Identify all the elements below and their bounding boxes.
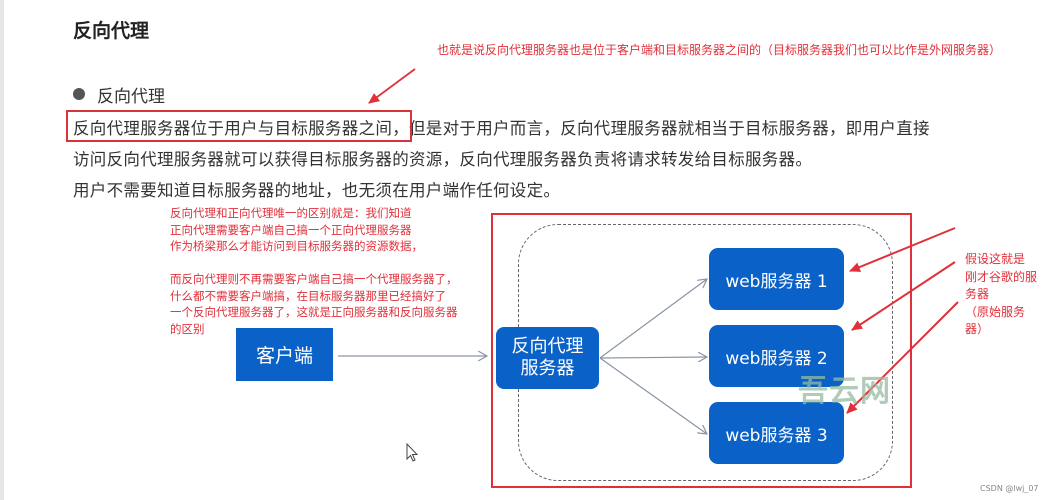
page-title: 反向代理 [73, 20, 150, 42]
web-server-2-node: web服务器 2 [709, 325, 844, 387]
left-note-line: 什么都不需要客户端搞，在目标服务器那里已经搞好了 [170, 288, 446, 303]
right-note-line: 务器 [965, 287, 990, 301]
paragraph-line-2: 访问反向代理服务器就可以获得目标服务器的资源，反向代理服务器负责将请求转发给目标… [73, 150, 813, 169]
right-note-line: 假设这就是 [965, 252, 1026, 266]
paragraph-line-3: 用户不需要知道目标服务器的地址，也无须在用户端作任何设定。 [73, 181, 561, 200]
right-annotation: 假设这就是 刚才谷歌的服 务器 （原始服务 器） [965, 251, 1037, 339]
highlight-box [66, 110, 412, 142]
watermark: 吾云网 [798, 374, 891, 409]
flow-arrows [338, 279, 707, 434]
annotation-arrows [368, 68, 959, 414]
right-note-line: 刚才谷歌的服 [965, 269, 1038, 284]
proxy-to-web3-arrow [599, 357, 707, 434]
left-note-line: 一个反向代理服务器了，这就是正向服务器和反向服务器 [170, 305, 458, 319]
web3-note-arrow [846, 301, 959, 414]
left-note-line: 而反向代理则不再需要客户端自己搞一个代理服务器了， [170, 272, 458, 286]
bullet-dot-icon [73, 88, 85, 100]
top-note-arrow [368, 68, 416, 104]
proxy-label-line-1: 反向代理 [511, 336, 584, 357]
left-note-line: 反向代理和正向代理唯一的区别就是：我们知道 [170, 206, 412, 220]
left-edge-border [0, 0, 4, 500]
server-side-highlight-frame [491, 213, 912, 488]
bullet-label: 反向代理 [97, 86, 165, 107]
client-node: 客户端 [236, 328, 333, 381]
web1-note-arrow [849, 227, 956, 272]
web-server-1-node: web服务器 1 [709, 248, 844, 310]
left-annotation: 反向代理和正向代理唯一的区别就是：我们知道 正向代理需要客户端自己搞一个正向代理… [170, 205, 458, 337]
bullet-item: 反向代理 [73, 82, 165, 107]
left-note-line: 作为桥梁那么才能访问到目标服务器的资源数据， [170, 239, 423, 253]
csdn-credit: CSDN @lwj_07 [980, 484, 1039, 493]
web-server-3-node: web服务器 3 [709, 402, 844, 464]
reverse-proxy-node: 反向代理 服务器 [496, 327, 599, 389]
right-note-line: （原始服务 [965, 304, 1026, 319]
proxy-to-web1-arrow [599, 279, 707, 359]
proxy-to-web2-arrow [599, 357, 707, 358]
left-note-line: 正向代理需要客户端自己搞一个正向代理服务器 [170, 222, 412, 237]
top-annotation: 也就是说反向代理服务器也是位于客户端和目标服务器之间的（目标服务器我们也可以比作… [437, 43, 1002, 57]
right-note-line: 器） [965, 322, 990, 336]
left-note-line: 的区别 [170, 321, 205, 336]
paragraph-line-1: 反向代理服务器位于用户与目标服务器之间，但是对于用户而言，反向代理服务器就相当于… [73, 119, 930, 138]
proxy-label-line-2: 服务器 [520, 358, 575, 379]
web2-note-arrow [851, 261, 956, 331]
